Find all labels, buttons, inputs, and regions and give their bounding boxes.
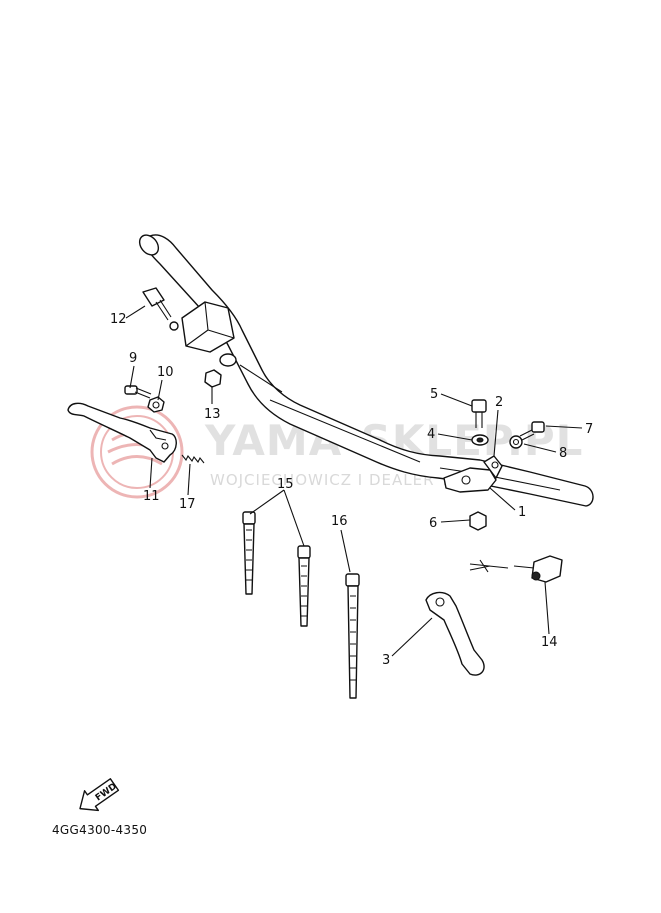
- part-3-brake-lever: [425, 591, 485, 676]
- part-8-washer: [509, 435, 523, 449]
- callout-3: 13: [204, 407, 221, 422]
- callout-10: 8: [559, 446, 567, 461]
- part-15-cable-tie-a: [242, 511, 256, 595]
- part-code: 4GG4300-4350: [52, 823, 147, 837]
- callout-labels: 12 9 10 13 11 17 5 2 4 7 8 1 6 15 16 14 …: [110, 312, 593, 668]
- callout-1: 9: [129, 351, 137, 366]
- callout-8: 4: [427, 427, 435, 442]
- callout-13: 15: [277, 477, 294, 492]
- part-9-screw: [124, 385, 152, 399]
- callout-2: 10: [157, 365, 174, 380]
- part-14-switch: [469, 555, 563, 583]
- part-12-bolt: [142, 287, 172, 321]
- callout-7: 2: [495, 395, 503, 410]
- part-11-clutch-lever: [67, 402, 177, 463]
- callout-5: 17: [179, 497, 196, 512]
- part-16-cable-tie: [345, 573, 360, 699]
- callout-4: 11: [143, 489, 160, 504]
- part-15-cable-tie-b: [297, 545, 311, 627]
- callout-14: 16: [331, 514, 348, 529]
- callout-15: 14: [541, 635, 558, 650]
- fwd-arrow-icon: FWD: [79, 778, 120, 812]
- part-1-bracket: [443, 455, 503, 493]
- part-10-nut: [147, 396, 165, 413]
- watermark: YAMA-SKLEP.PL WOJCIECHOWICZ I DEALER YAM…: [90, 405, 582, 499]
- callout-9: 7: [585, 422, 593, 437]
- part-7-screw: [519, 421, 545, 441]
- callout-12: 6: [429, 516, 437, 531]
- part-6-nut: [469, 511, 487, 531]
- callout-11: 1: [518, 505, 526, 520]
- callout-6: 5: [430, 387, 438, 402]
- callout-16: 3: [382, 653, 390, 668]
- part-17-spring: [181, 454, 205, 464]
- part-13-nut: [204, 369, 222, 388]
- callout-0: 12: [110, 312, 127, 327]
- leader-lines: [125, 305, 583, 657]
- part-4-washer: [471, 434, 489, 446]
- handlebar-holder: [169, 301, 237, 367]
